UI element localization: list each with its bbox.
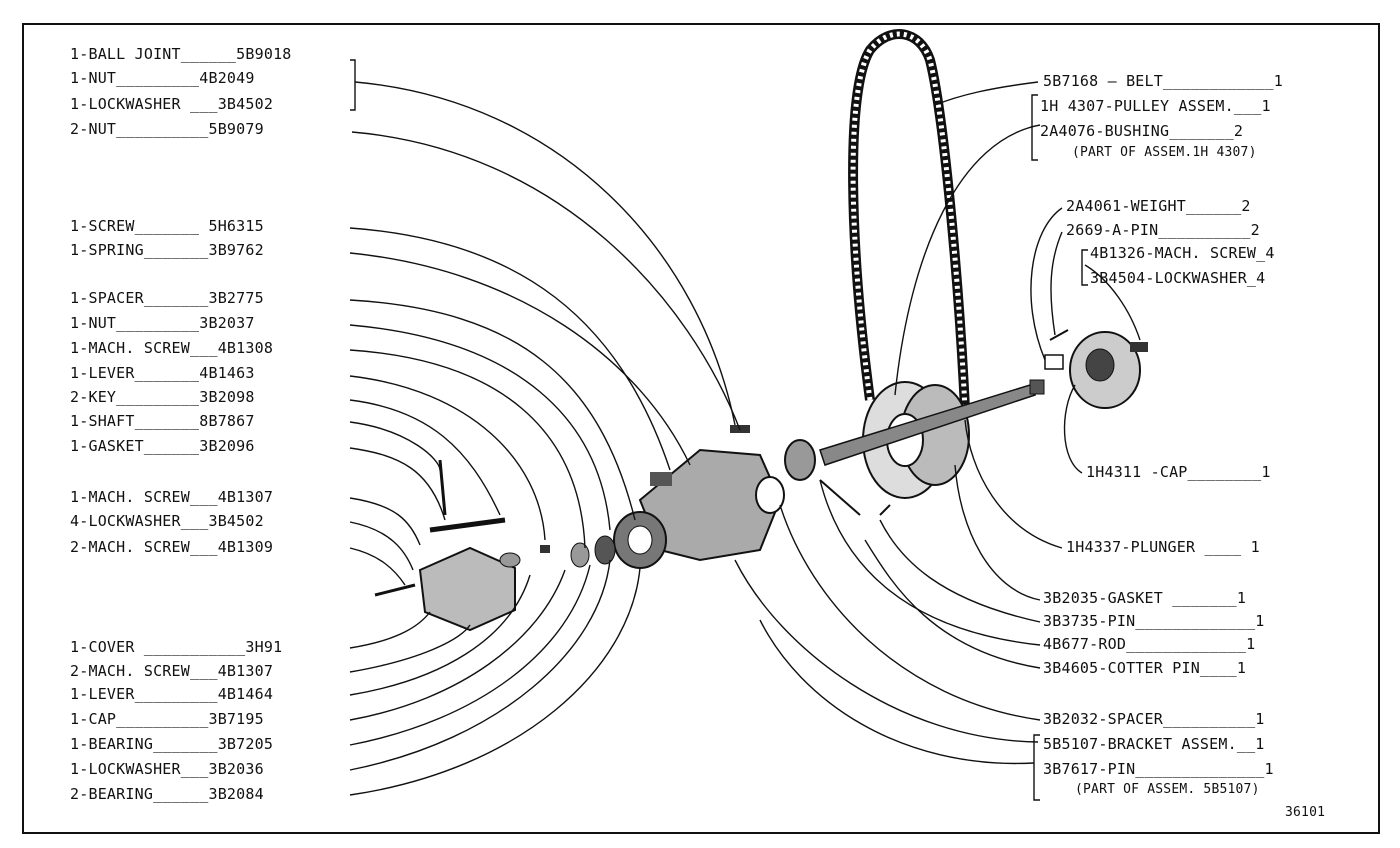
label-weight: 2A4061-WEIGHT______2 [1066,197,1251,215]
label-mach-screw-4b1308: 1-MACH. SCREW___4B1308 [70,339,274,357]
label-gasket-3b2096: 1-GASKET______3B2096 [70,437,255,455]
belt [848,29,970,411]
label-bearing-3b2084: 2-BEARING______3B2084 [70,785,264,803]
label-lever-4b1464: 1-LEVER_________4B1464 [70,685,274,703]
label-ball-joint: 1-BALL JOINT______5B9018 [70,45,292,63]
leader-lines-left [349,59,741,796]
label-pin-3b3735: 3B3735-PIN_____________1 [1043,612,1265,630]
label-cotter-pin: 3B4605-COTTER PIN____1 [1043,659,1247,677]
label-screw-5h6315: 1-SCREW_______ 5H6315 [70,217,264,235]
label-part-of-1h4307: (PART OF ASSEM.1H 4307) [1072,145,1257,160]
label-plunger: 1H4337-PLUNGER ____ 1 [1066,538,1260,556]
label-rod: 4B677-ROD_____________1 [1043,635,1256,653]
label-bushing: 2A4076-BUSHING_______2 [1040,122,1244,140]
label-lockwasher-3b2036: 1-LOCKWASHER___3B2036 [70,760,264,778]
label-pin-3b7617: 3B7617-PIN______________1 [1043,760,1274,778]
label-key: 2-KEY_________3B2098 [70,388,255,406]
label-belt: 5B7168 — BELT____________1 [1043,72,1283,90]
label-nut-5b9079: 2-NUT__________5B9079 [70,120,264,138]
label-lever-4b1463: 1-LEVER_______4B1463 [70,364,255,382]
label-spacer-3b2032: 3B2032-SPACER__________1 [1043,710,1265,728]
label-spring: 1-SPRING_______3B9762 [70,241,264,259]
cover [374,459,521,632]
label-cap-1h4311: 1H4311 -CAP________1 [1086,463,1271,481]
label-mach-screw-4b1326: 4B1326-MACH. SCREW_4 [1090,244,1275,262]
figure-number: 36101 [1285,805,1326,820]
label-pin-2669a: 2669-A-PIN__________2 [1066,221,1260,239]
label-mach-screw-4b1307-a: 1-MACH. SCREW___4B1307 [70,488,274,506]
label-bracket-assem: 5B5107-BRACKET ASSEM.__1 [1043,735,1265,753]
label-spacer-3b2775: 1-SPACER_______3B2775 [70,289,264,307]
label-cover: 1-COVER ___________3H91 [70,638,283,656]
label-pulley-assem: 1H 4307-PULLEY ASSEM.___1 [1040,97,1271,115]
label-lockwasher-4x: 4-LOCKWASHER___3B4502 [70,512,264,530]
cap-plate [1044,329,1148,409]
label-bearing-3b7205: 1-BEARING_______3B7205 [70,735,274,753]
label-mach-screw-4b1307-b: 2-MACH. SCREW___4B1307 [70,662,274,680]
main-shaft [819,379,1045,466]
label-nut-4b2049: 1-NUT_________4B2049 [70,69,255,87]
label-cap-3b7195: 1-CAP__________3B7195 [70,710,264,728]
label-lockwasher-3b4502: 1-LOCKWASHER ___3B4502 [70,95,274,113]
governor-housing [613,439,816,569]
label-part-of-5b5107: (PART OF ASSEM. 5B5107) [1075,782,1260,797]
figure-border [22,23,1380,834]
label-shaft: 1-SHAFT_______8B7867 [70,412,255,430]
label-nut-3b2037: 1-NUT_________3B2037 [70,314,255,332]
label-mach-screw-4b1309: 2-MACH. SCREW___4B1309 [70,538,274,556]
leader-lines-right [734,81,1141,801]
label-lockwasher-3b4504: 3B4504-LOCKWASHER_4 [1090,269,1266,287]
label-gasket-3b2035: 3B2035-GASKET _______1 [1043,589,1247,607]
